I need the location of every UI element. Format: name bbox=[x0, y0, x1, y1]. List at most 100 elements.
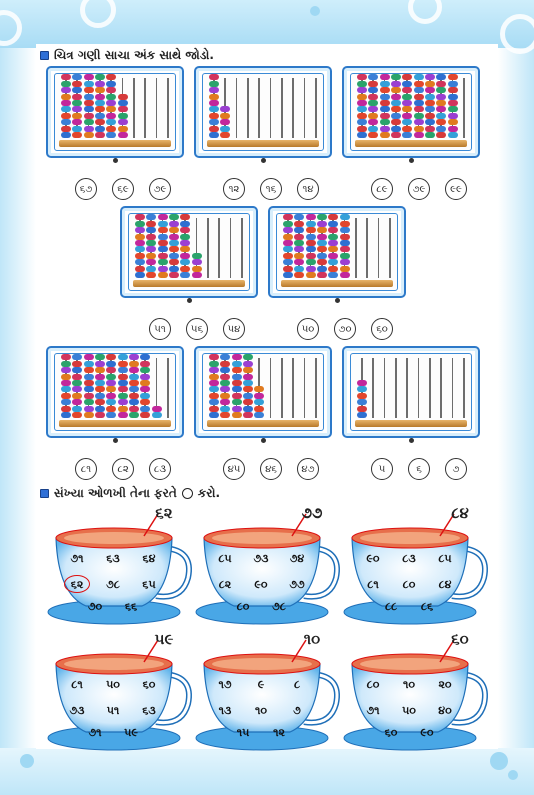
cup-number[interactable]: ૮૦ bbox=[366, 678, 380, 691]
number-choice[interactable]: ૬૦ bbox=[371, 318, 393, 340]
cup-number[interactable]: ૧૩ bbox=[218, 704, 232, 717]
number-choice[interactable]: ૮૯ bbox=[371, 178, 393, 200]
cup-number[interactable]: ૭૮ bbox=[272, 600, 286, 613]
abacus-bead bbox=[95, 360, 105, 367]
square-bullet-icon bbox=[40, 51, 49, 60]
match-dot[interactable] bbox=[187, 298, 192, 303]
number-choice[interactable]: ૮૨ bbox=[112, 458, 134, 480]
number-choice[interactable]: ૫૦ bbox=[297, 318, 319, 340]
cup-number[interactable]: ૧૦ bbox=[254, 704, 267, 717]
number-choice[interactable]: ૭૯ bbox=[149, 178, 171, 200]
abacus-bead bbox=[357, 399, 367, 406]
match-dot[interactable] bbox=[261, 158, 266, 163]
number-choice[interactable]: ૯૯ bbox=[445, 178, 467, 200]
number-choice[interactable]: ૬૭ bbox=[75, 178, 97, 200]
number-choice[interactable]: ૫૪ bbox=[223, 318, 245, 340]
cup-number[interactable]: ૬૬ bbox=[124, 600, 138, 613]
abacus-bead bbox=[61, 112, 71, 119]
cup-number[interactable]: ૭૭ bbox=[289, 578, 305, 591]
number-choice[interactable]: ૧૨ bbox=[223, 178, 245, 200]
abacus-bead bbox=[117, 360, 128, 367]
number-choice[interactable]: ૬ bbox=[408, 458, 430, 480]
cup-number[interactable]: ૮૦ bbox=[402, 578, 416, 591]
cup-number[interactable]: ૫૯ bbox=[124, 726, 138, 739]
abacus-bead bbox=[95, 100, 105, 106]
cup-number[interactable]: ૮૧ bbox=[71, 678, 83, 691]
cup-number[interactable]: ૭૦ bbox=[87, 600, 103, 613]
abacus-bead bbox=[209, 100, 219, 106]
number-choice[interactable]: ૫૬ bbox=[186, 318, 208, 340]
cup-number[interactable]: ૫૦ bbox=[106, 678, 120, 691]
number-choice[interactable]: ૭૯ bbox=[408, 178, 430, 200]
cup-number[interactable]: ૬૩ bbox=[106, 552, 120, 565]
cup-number[interactable]: ૯૦ bbox=[420, 726, 434, 739]
cup-number[interactable]: ૫૧ bbox=[106, 704, 120, 717]
abacus-bead bbox=[157, 246, 168, 253]
cup-number[interactable]: ૮૫ bbox=[438, 552, 452, 565]
abacus-bead bbox=[283, 252, 293, 259]
match-dot[interactable] bbox=[113, 158, 118, 163]
number-choice[interactable]: ૪૭ bbox=[297, 458, 319, 480]
abacus-bead bbox=[95, 74, 105, 81]
cup-number[interactable]: ૭૧ bbox=[366, 704, 380, 717]
number-choice[interactable]: ૪૫ bbox=[223, 458, 245, 480]
cup-number[interactable]: ૬૪ bbox=[142, 552, 156, 565]
cup-number[interactable]: ૧૫ bbox=[236, 726, 250, 739]
cup-number[interactable]: ૯૦ bbox=[366, 552, 380, 565]
match-dot[interactable] bbox=[113, 438, 118, 443]
number-choice[interactable]: ૪૬ bbox=[260, 458, 282, 480]
cup-number[interactable]: ૪૦ bbox=[438, 704, 452, 717]
match-dot[interactable] bbox=[261, 438, 266, 443]
cup-number[interactable]: ૬૩ bbox=[142, 704, 156, 717]
abacus-bead bbox=[151, 412, 162, 418]
cup-number[interactable]: ૮૬ bbox=[420, 600, 434, 613]
match-dot[interactable] bbox=[335, 298, 340, 303]
cup-number[interactable]: ૯૦ bbox=[254, 578, 268, 591]
cup-number[interactable]: ૭૧ bbox=[70, 552, 84, 565]
abacus-bead bbox=[106, 360, 117, 367]
match-dot[interactable] bbox=[409, 158, 414, 163]
number-choice[interactable]: ૧૬ bbox=[260, 178, 282, 200]
abacus-bead bbox=[328, 272, 339, 278]
cup-number[interactable]: ૮૩ bbox=[402, 552, 416, 565]
number-choice[interactable]: ૫૧ bbox=[149, 318, 171, 340]
cup-number[interactable]: ૮ bbox=[293, 678, 301, 691]
cup-number[interactable]: ૭૮ bbox=[106, 578, 120, 591]
cup-number[interactable]: ૭ bbox=[293, 704, 301, 717]
cup-number[interactable]: ૭૪ bbox=[289, 552, 305, 565]
number-choice[interactable]: ૧૪ bbox=[297, 178, 319, 200]
cup-number[interactable]: ૭૧ bbox=[88, 726, 102, 739]
cup-number[interactable]: ૬૫ bbox=[142, 578, 156, 591]
match-dot[interactable] bbox=[409, 438, 414, 443]
cup-number[interactable]: ૮૪ bbox=[438, 578, 452, 591]
cup-number[interactable]: ૭૩ bbox=[253, 552, 269, 565]
number-choice[interactable]: ૬૯ bbox=[112, 178, 134, 200]
cup-number[interactable]: ૫૦ bbox=[402, 704, 416, 717]
cup-number[interactable]: ૬૦ bbox=[384, 726, 398, 739]
abacus-bead bbox=[146, 265, 157, 272]
cup-number[interactable]: ૮૦ bbox=[236, 600, 250, 613]
cup-number[interactable]: ૧૭ bbox=[218, 678, 232, 691]
cup-number[interactable]: ૮૧ bbox=[367, 578, 379, 591]
cup-number[interactable]: ૮૨ bbox=[218, 578, 232, 591]
abacus-bead bbox=[231, 392, 242, 399]
cup-number[interactable]: ૮૮ bbox=[384, 600, 398, 613]
number-choice[interactable]: ૫ bbox=[371, 458, 393, 480]
cup-number[interactable]: ૮૫ bbox=[218, 552, 232, 565]
number-choice[interactable]: ૮૧ bbox=[75, 458, 97, 480]
cup-number[interactable]: ૬૦ bbox=[142, 678, 156, 691]
cup-number[interactable]: ૨૦ bbox=[438, 678, 452, 691]
abacus-bead bbox=[328, 252, 339, 259]
abacus-picture bbox=[194, 346, 332, 438]
number-choice[interactable]: ૭૦ bbox=[334, 318, 356, 340]
abacus-bead bbox=[339, 220, 350, 227]
cup-number[interactable]: ૧૨ bbox=[273, 726, 285, 739]
abacus-bead bbox=[61, 354, 71, 361]
number-choice[interactable]: ૭ bbox=[445, 458, 467, 480]
cup-number[interactable]: ૯ bbox=[257, 678, 265, 691]
number-choice[interactable]: ૮૩ bbox=[149, 458, 171, 480]
cup-number[interactable]: ૭૩ bbox=[69, 704, 85, 717]
bubble-decor bbox=[310, 6, 320, 16]
cup-number[interactable]: ૧૦ bbox=[402, 678, 415, 691]
abacus-bead bbox=[117, 106, 128, 113]
